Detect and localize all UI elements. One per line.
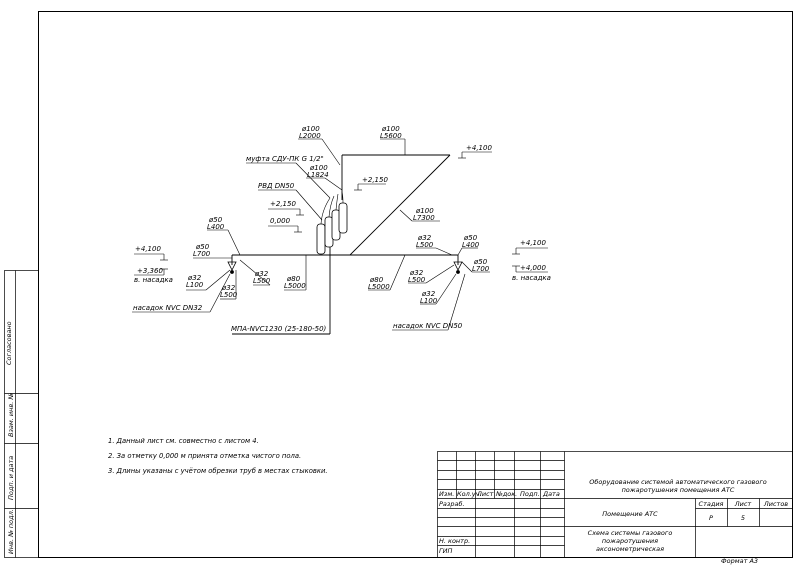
side-stamp — [4, 270, 39, 558]
label-rvd: РВД DN50 — [258, 182, 295, 190]
side-agreed: Согласовано — [5, 321, 13, 365]
label-coupling: муфта СДУ-ПК G 1/2" — [246, 155, 324, 163]
title-block-columns: Изм. Кол.уч. Лист №док. Подп. Дата — [439, 490, 560, 498]
note-3: 3. Длины указаны с учётом обрезки труб в… — [108, 467, 328, 475]
note-1: 1. Данный лист см. совместно с листом 4. — [108, 437, 259, 445]
label-pipe-right-top-d: ø100 — [381, 125, 400, 133]
side-inv: Инв. № подл. — [7, 509, 15, 554]
tb-col-kol: Кол.уч. — [457, 490, 482, 498]
label-left-nozzle: насадок NVC DN32 — [133, 304, 203, 312]
side-podp: Подп. и дата — [7, 456, 15, 500]
label-left-d32-a-d: ø32 — [187, 274, 202, 282]
cylinder-1 — [316, 223, 326, 255]
cylinder-4 — [338, 202, 348, 234]
cylinder-hoses — [320, 191, 344, 225]
label-left-branch-b-d: ø50 — [195, 243, 210, 251]
label-right-d32-bot-l: L100 — [420, 297, 438, 305]
label-left-d32-b-d: ø32 — [221, 284, 236, 292]
tb-role-gip: ГИП — [439, 547, 452, 555]
label-right-d32-top-l: L500 — [416, 241, 434, 249]
tb-col-ndok: №док. — [495, 490, 517, 498]
tb-sheet-title-3: аксонометрическая — [596, 545, 664, 553]
tb-stage-value: Р — [709, 514, 713, 522]
tb-project-1: Оборудование системой автоматического га… — [589, 478, 767, 486]
tb-role-razrab: Разраб. — [439, 500, 465, 508]
tb-col-data: Дата — [542, 490, 560, 498]
label-right-nozzle: насадок NVC DN50 — [393, 322, 463, 330]
pipe-labels: ø100 L2000 ø100 L5600 +4,100 муфта СДУ-П… — [133, 125, 551, 333]
tb-sheet-value: 5 — [741, 514, 745, 522]
note-2: 2. За отметку 0,000 м принята отметка чи… — [108, 452, 301, 460]
notes: 1. Данный лист см. совместно с листом 4.… — [108, 437, 328, 475]
label-right-elev-bot: +4,000 — [520, 264, 546, 272]
tb-stage-header: Стадия — [699, 500, 724, 508]
label-elev-2150-b: +2,150 — [270, 200, 296, 208]
format-label: Формат А3 — [721, 557, 758, 565]
label-pipe-right-top-l: L5600 — [380, 132, 402, 140]
label-elev-top-right: +4,100 — [466, 144, 492, 152]
label-left-nozzle-note: в. насадка — [134, 276, 173, 284]
label-right-main-l: L5000 — [368, 283, 390, 291]
label-right-d50-top-l: L400 — [462, 241, 480, 249]
tb-sheet-title-1: Схема системы газового — [588, 529, 673, 537]
label-left-d32-a-l: L100 — [186, 281, 204, 289]
label-right-d50-right-l: L700 — [472, 265, 490, 273]
label-left-elev-bot: +3,360 — [137, 267, 163, 275]
leader-lines — [132, 138, 490, 331]
title-block — [437, 451, 793, 558]
label-left-d32-c-l: L500 — [253, 277, 271, 285]
label-pipe-diag-d: ø100 — [415, 207, 434, 215]
label-module: МПА-NVC1230 (25-180-50) — [231, 325, 327, 333]
label-elev-2150-a: +2,150 — [362, 176, 388, 184]
label-right-main-d: ø80 — [369, 276, 384, 284]
nozzle-left — [227, 261, 237, 274]
label-pipe-mid-d: ø100 — [309, 164, 328, 172]
label-elev-zero: 0,000 — [270, 217, 291, 225]
tb-col-podp: Подп. — [520, 490, 540, 498]
label-right-d32-top-d: ø32 — [417, 234, 432, 242]
piping-lines — [231, 154, 459, 335]
label-right-d50-right-d: ø50 — [473, 258, 488, 266]
tb-sheets-header: Листов — [763, 500, 788, 508]
label-left-elev-top: +4,100 — [135, 245, 161, 253]
label-right-d32-mid-d: ø32 — [409, 269, 424, 277]
label-left-main-l: L5000 — [284, 282, 306, 290]
tb-project-2: пожаротушения помещения АТС — [622, 486, 735, 494]
label-left-branch-b-l: L700 — [193, 250, 211, 258]
label-right-d32-bot-d: ø32 — [421, 290, 436, 298]
sheet-frame — [38, 11, 793, 558]
tb-col-list: Лист — [476, 490, 494, 498]
label-left-d32-b-l: L500 — [220, 291, 238, 299]
label-right-elev-top: +4,100 — [520, 239, 546, 247]
label-pipe-top-d: ø100 — [301, 125, 320, 133]
label-pipe-diag-l: L7300 — [413, 214, 435, 222]
nozzle-right — [453, 261, 463, 274]
label-right-d50-top-d: ø50 — [463, 234, 478, 242]
side-vzam: Взам. инв. № — [7, 393, 15, 437]
label-right-d32-mid-l: L500 — [408, 276, 426, 284]
label-right-nozzle-note: в. насадка — [512, 274, 551, 282]
tb-sheet-title-2: пожаротушения — [602, 537, 658, 545]
label-pipe-top-l: L2000 — [299, 132, 321, 140]
tb-sheet-header: Лист — [734, 500, 752, 508]
tb-object: Помещение АТС — [602, 510, 658, 518]
elevation-marks — [134, 151, 548, 276]
label-left-d32-c-d: ø32 — [254, 270, 269, 278]
gas-cylinders — [316, 202, 348, 255]
label-pipe-mid-l: L1824 — [307, 171, 329, 179]
title-block-roles: Разраб. Н. контр. ГИП — [439, 500, 470, 555]
tb-col-izm: Изм. — [439, 490, 454, 498]
label-left-branch-a-l: L400 — [207, 223, 225, 231]
label-left-main-d: ø80 — [286, 275, 301, 283]
label-left-branch-a-d: ø50 — [208, 216, 223, 224]
tb-role-nkontr: Н. контр. — [439, 537, 470, 545]
